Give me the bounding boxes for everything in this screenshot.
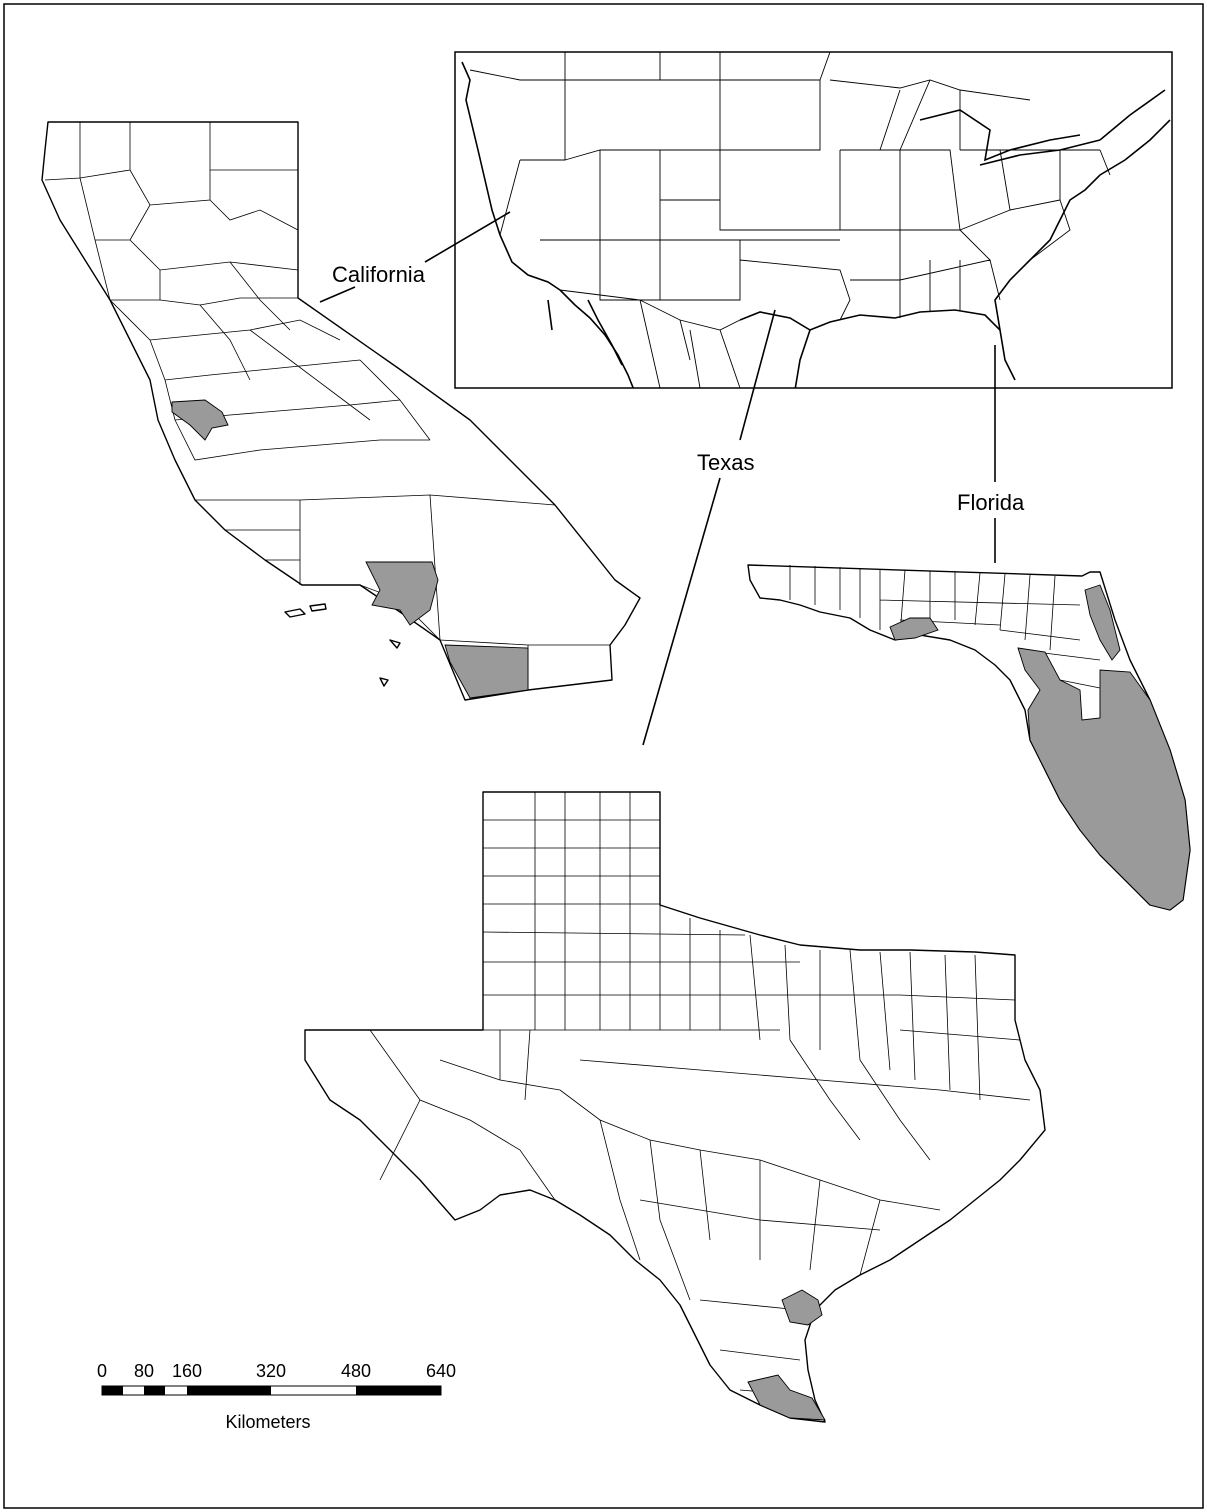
scale-segment-black: [356, 1386, 441, 1395]
california-leader-line-lower: [319, 286, 356, 303]
california-leader-line-upper: [424, 211, 511, 263]
highlighted-county-los-angeles: [365, 561, 439, 626]
figure-border: [3, 3, 1204, 1509]
california-label: California: [332, 262, 426, 287]
california-county-lines: [44, 122, 610, 690]
highlighted-county-franklin: [889, 617, 939, 641]
texas-label: Texas: [697, 450, 754, 475]
scale-segment-black: [187, 1386, 271, 1395]
highlighted-county-nueces: [781, 1289, 823, 1326]
scale-tick-label: 640: [426, 1361, 456, 1381]
inset-frame: [454, 51, 1173, 389]
texas-outline: [304, 791, 1046, 1423]
scale-segment-black: [102, 1386, 123, 1395]
highlighted-county-santa-clara: [171, 399, 229, 441]
florida-county-lines: [789, 565, 1111, 720]
scale-segment-black: [144, 1386, 165, 1395]
florida-map: [747, 564, 1191, 911]
california-map: [41, 121, 641, 701]
texas-leader-line-upper: [739, 309, 776, 441]
scale-bar: 0 80 160 320 480 640 Kilometers: [97, 1361, 456, 1432]
scale-tick-label: 480: [341, 1361, 371, 1381]
highlighted-county-ne-coast: [1084, 584, 1121, 661]
texas-leader-line-lower: [642, 477, 721, 746]
scale-tick-label: 160: [172, 1361, 202, 1381]
scale-tick-label: 320: [256, 1361, 286, 1381]
scale-tick-label: 80: [134, 1361, 154, 1381]
florida-label: Florida: [957, 490, 1025, 515]
highlighted-county-hidalgo: [747, 1374, 826, 1421]
usa-inset-map: [454, 51, 1173, 389]
scale-unit-label: Kilometers: [225, 1412, 310, 1432]
highlighted-county-san-diego: [444, 644, 529, 699]
channel-islands: [284, 603, 401, 687]
scale-tick-label: 0: [97, 1361, 107, 1381]
highlighted-county-peninsula: [1017, 647, 1191, 911]
texas-map: [304, 791, 1046, 1423]
